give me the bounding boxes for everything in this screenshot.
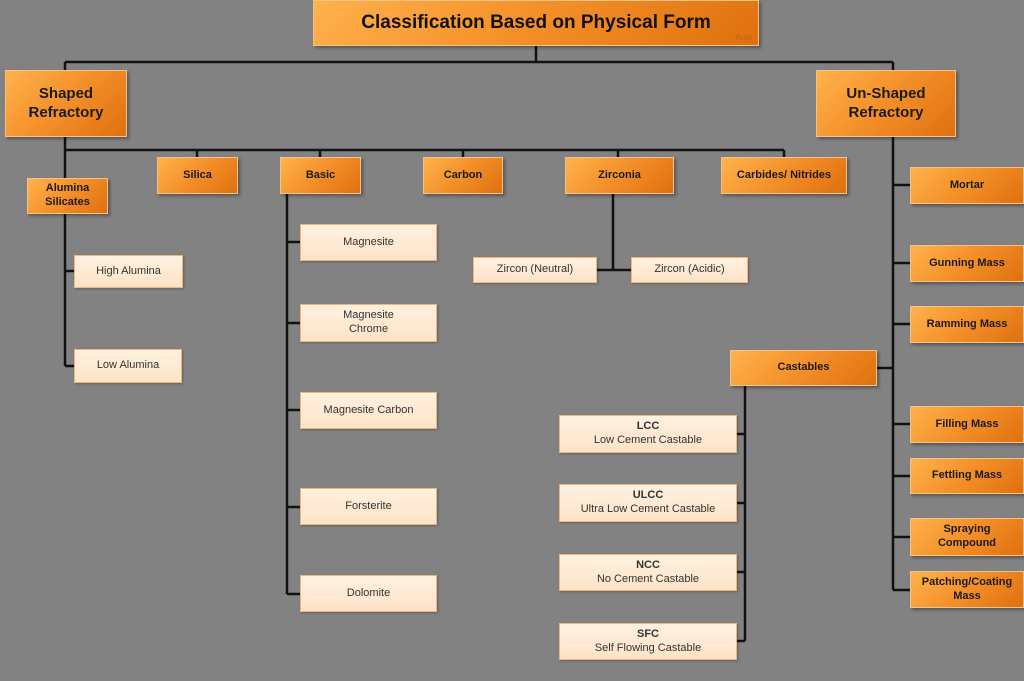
gunning-mass-label: Gunning Mass [929,256,1005,269]
magnesite-label: Magnesite [343,235,394,248]
castables-node: Castables [730,350,877,386]
unshaped-refractory-node: Un-Shaped Refractory [816,70,956,137]
magnesite-chrome-node: Magnesite Chrome [300,304,437,342]
zircon-acidic-label: Zircon (Acidic) [654,263,725,276]
sfc-full: Self Flowing Castable [594,641,702,654]
diagram-title-text: Classification Based on Physical Form [361,12,711,34]
dolomite-label: Dolomite [346,586,391,599]
ncc-abbr: NCC [636,558,660,571]
low-alumina-node: Low Alumina [74,349,182,383]
magnesite-carbon-node: Magnesite Carbon [300,392,437,429]
fettling-mass-node: Fettling Mass [910,458,1024,494]
spraying-compound-node: Spraying Compound [910,518,1024,556]
carbon-label: Carbon [443,168,483,181]
sfc-node: SFC Self Flowing Castable [559,623,737,660]
zircon-acidic-node: Zircon (Acidic) [631,257,748,283]
dolomite-node: Dolomite [300,575,437,612]
ncc-full: No Cement Castable [596,572,700,585]
carbon-node: Carbon [423,157,503,194]
magnesite-carbon-label: Magnesite Carbon [323,403,414,416]
magnesite-chrome-label: Magnesite Chrome [343,309,394,335]
filling-mass-node: Filling Mass [910,406,1024,443]
title-mark: Auto [735,33,752,42]
lcc-abbr: LCC [636,420,660,433]
sfc-abbr: SFC [637,627,659,640]
forsterite-label: Forsterite [345,499,392,512]
spraying-compound-label: Spraying Compound [937,523,997,549]
zirconia-label: Zirconia [598,168,641,181]
forsterite-node: Forsterite [300,488,437,525]
basic-node: Basic [280,157,361,194]
mortar-node: Mortar [910,167,1024,204]
magnesite-node: Magnesite [300,224,437,261]
shaped-refractory-node: Shaped Refractory [5,70,127,137]
patching-coating-mass-label: Patching/Coating Mass [921,575,1013,602]
ulcc-node: ULCC Ultra Low Cement Castable [559,484,737,522]
high-alumina-node: High Alumina [74,255,183,288]
high-alumina-label: High Alumina [96,264,161,277]
ramming-mass-node: Ramming Mass [910,306,1024,343]
ulcc-abbr: ULCC [632,489,664,502]
shaped-refractory-label: Shaped Refractory [28,84,104,121]
lcc-full: Low Cement Castable [593,434,703,446]
silica-label: Silica [183,168,212,181]
ramming-mass-label: Ramming Mass [926,317,1008,330]
zirconia-node: Zirconia [565,157,674,194]
diagram-title: Classification Based on Physical Form Au… [313,0,759,46]
basic-label: Basic [305,168,336,181]
unshaped-refractory-label: Un-Shaped Refractory [846,84,926,121]
filling-mass-label: Filling Mass [935,417,999,430]
ulcc-full: Ultra Low Cement Castable [580,503,716,515]
silica-node: Silica [157,157,238,194]
zircon-neutral-label: Zircon (Neutral) [496,263,574,276]
carbides-nitrides-node: Carbides/ Nitrides [721,157,847,194]
castables-label: Castables [777,361,830,374]
carbides-nitrides-label: Carbides/ Nitrides [736,168,832,181]
patching-coating-mass-node: Patching/Coating Mass [910,571,1024,608]
low-alumina-label: Low Alumina [96,359,160,372]
fettling-mass-label: Fettling Mass [931,469,1003,482]
alumina-silicates-label: Alumina Silicates [45,182,90,208]
alumina-silicates-node: Alumina Silicates [27,178,108,214]
mortar-label: Mortar [949,178,985,191]
lcc-node: LCC Low Cement Castable [559,415,737,453]
gunning-mass-node: Gunning Mass [910,245,1024,282]
ncc-node: NCC No Cement Castable [559,554,737,591]
zircon-neutral-node: Zircon (Neutral) [473,257,597,283]
